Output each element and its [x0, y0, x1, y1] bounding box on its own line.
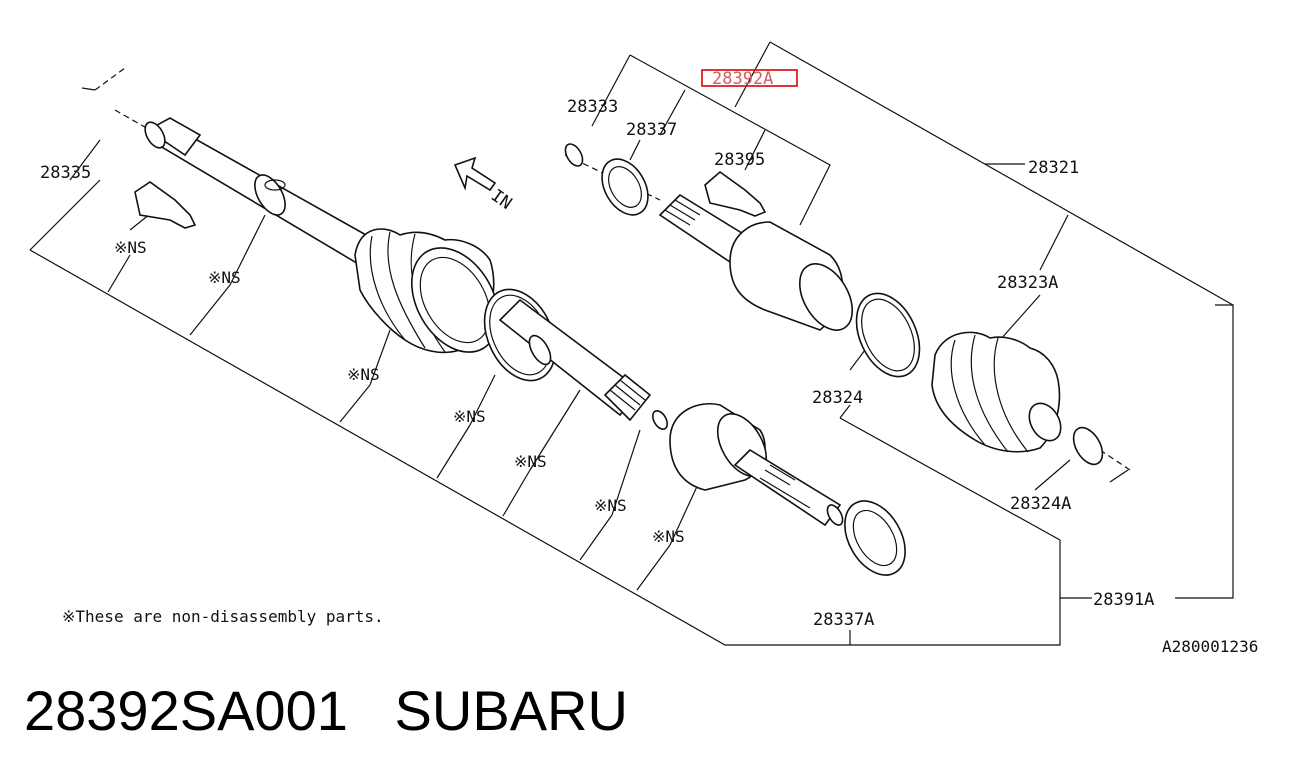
inboard-shaft-assembly [134, 117, 669, 430]
label-28337A[interactable]: 28337A [813, 610, 874, 630]
label-28324[interactable]: 28324 [812, 388, 863, 408]
label-28324A[interactable]: 28324A [1010, 494, 1071, 514]
label-28391A[interactable]: 28391A [1093, 590, 1154, 610]
label-28337[interactable]: 28337 [626, 120, 677, 140]
label-28395[interactable]: 28395 [714, 150, 765, 170]
label-28335[interactable]: 28335 [40, 163, 91, 183]
ns-mark: ※NS [652, 527, 685, 546]
outboard-joint [669, 403, 906, 576]
direction-arrow-icon [453, 156, 497, 192]
footnote: ※These are non-disassembly parts. [62, 607, 384, 626]
label-highlighted-part: 28392A [712, 69, 773, 89]
caption-part-number: 28392SA001 [24, 679, 348, 742]
label-28321[interactable]: 28321 [1028, 158, 1079, 178]
ns-mark: ※NS [594, 496, 627, 515]
part-labels: 28392A 28321 28323A 28324 28324A 28333 2… [40, 69, 1258, 656]
label-28333[interactable]: 28333 [567, 97, 618, 117]
caption-brand: SUBARU [394, 679, 628, 742]
caption: 28392SA001 SUBARU [24, 683, 628, 739]
label-28323A[interactable]: 28323A [997, 273, 1058, 293]
ns-mark: ※NS [208, 268, 241, 287]
ns-mark: ※NS [514, 452, 547, 471]
highlight-box [701, 69, 798, 87]
figure-code: A280001236 [1162, 637, 1258, 656]
label-direction: IN [487, 186, 515, 214]
inner-joint-assembly [564, 143, 1104, 466]
ns-mark: ※NS [347, 365, 380, 384]
ns-mark: ※NS [453, 407, 486, 426]
ns-mark: ※NS [114, 238, 147, 257]
